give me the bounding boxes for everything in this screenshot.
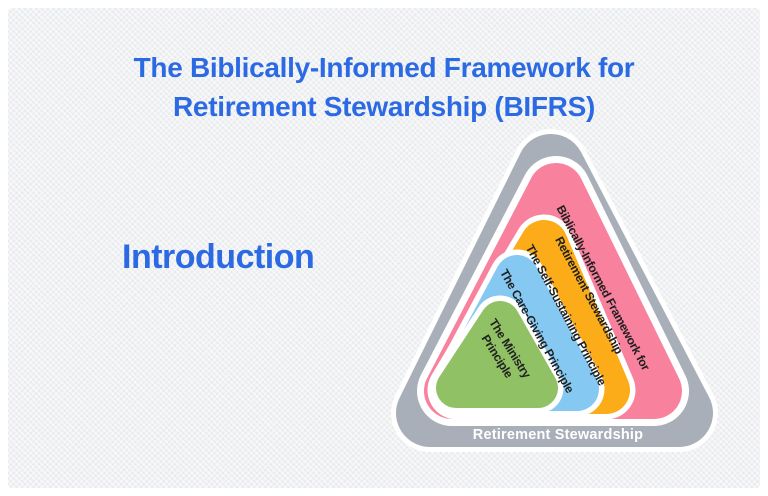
slide-title-line-2: Retirement Stewardship (BIFRS)	[173, 91, 595, 122]
base-label: Retirement Stewardship	[473, 427, 643, 443]
ministry-triangle	[436, 301, 558, 408]
slide-title-line-1: The Biblically-Informed Framework for	[133, 52, 635, 83]
section-heading: Introduction	[122, 238, 315, 276]
